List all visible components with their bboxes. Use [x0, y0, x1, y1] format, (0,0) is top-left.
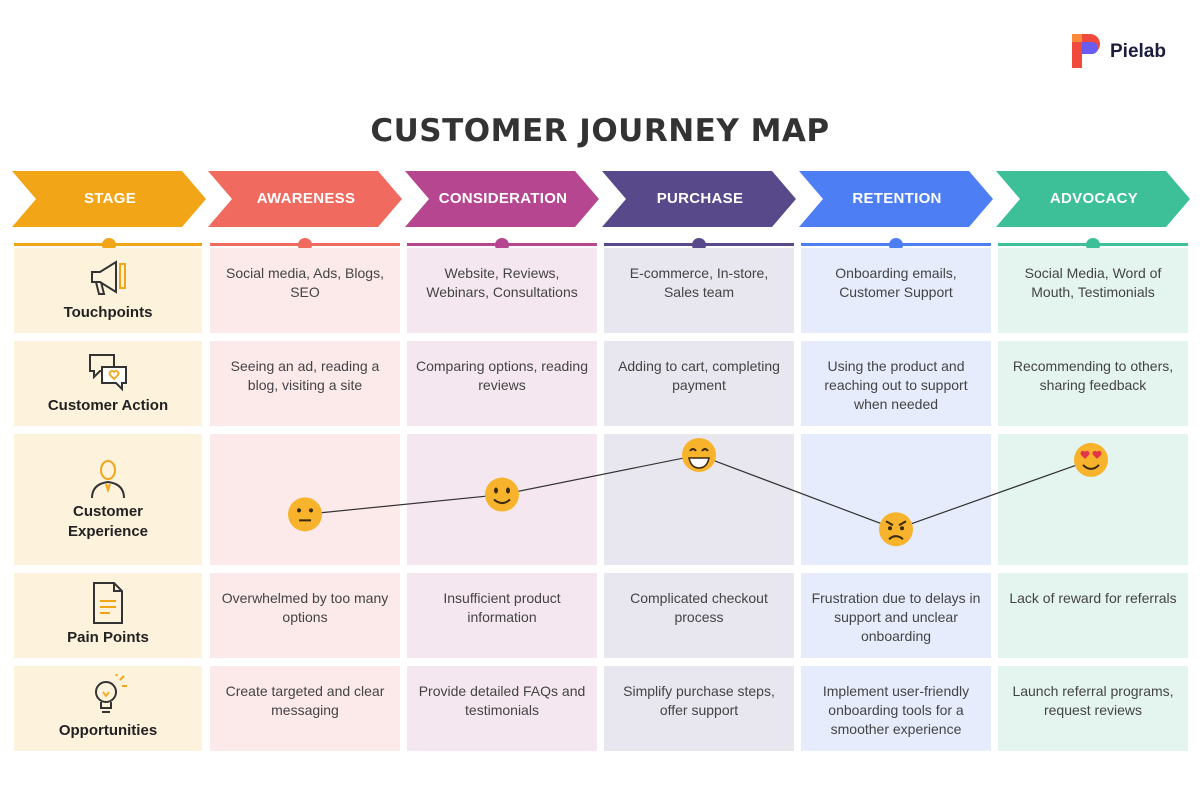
journey-cell: Comparing options, reading reviews	[407, 341, 597, 426]
stage-label-consideration: CONSIDERATION	[438, 190, 568, 207]
megaphone-icon	[91, 260, 126, 295]
journey-cell: E-commerce, In-store, Sales team	[604, 248, 794, 333]
person-icon	[91, 460, 125, 499]
lightbulb-icon	[95, 674, 127, 713]
journey-cell: Website, Reviews, Webinars, Consultation…	[407, 248, 597, 333]
journey-cell: Recommending to others, sharing feedback	[998, 341, 1188, 426]
page-title: CUSTOMER JOURNEY MAP	[370, 113, 830, 149]
journey-cell	[210, 434, 400, 565]
row-label: Pain Points	[67, 629, 149, 646]
journey-cell: Seeing an ad, reading a blog, visiting a…	[210, 341, 400, 426]
stage-header-label: STAGE	[83, 190, 137, 207]
stage-label-advocacy: ADVOCACY	[1049, 190, 1139, 207]
chat-bubbles-icon	[89, 354, 127, 392]
journey-cell	[604, 434, 794, 565]
row-label: Opportunities	[58, 722, 158, 739]
journey-cell: Implement user-friendly onboarding tools…	[801, 666, 991, 751]
stage-chevron-consideration	[405, 171, 599, 227]
stage-header-chevron	[12, 171, 206, 227]
stage-chevron-purchase	[602, 171, 796, 227]
journey-cell: Insufficient product information	[407, 573, 597, 658]
stage-chevron-retention	[799, 171, 993, 227]
stage-chevron-advocacy	[996, 171, 1190, 227]
journey-cell: Using the product and reaching out to su…	[801, 341, 991, 426]
journey-cell: Complicated checkout process	[604, 573, 794, 658]
row-label: Customer Action	[47, 397, 169, 414]
journey-cell: Simplify purchase steps, offer support	[604, 666, 794, 751]
row-header-opportunities: Opportunities	[14, 666, 202, 751]
journey-cell: Lack of reward for referrals	[998, 573, 1188, 658]
row-header-touchpoints: Touchpoints	[14, 248, 202, 333]
journey-cell: Onboarding emails, Customer Support	[801, 248, 991, 333]
pielab-logo-icon	[1072, 34, 1100, 68]
stage-label-purchase: PURCHASE	[656, 190, 744, 207]
stage-chevron-awareness	[208, 171, 402, 227]
journey-cell: Overwhelmed by too many options	[210, 573, 400, 658]
journey-cell: Social Media, Word of Mouth, Testimonial…	[998, 248, 1188, 333]
journey-cell	[801, 434, 991, 565]
pielab-logo-text: Pielab	[1110, 41, 1166, 62]
journey-cell: Create targeted and clear messaging	[210, 666, 400, 751]
row-label: Customer Experience	[67, 503, 149, 540]
journey-cell: Social media, Ads, Blogs, SEO	[210, 248, 400, 333]
document-icon	[93, 582, 123, 624]
row-label: Touchpoints	[63, 304, 153, 321]
row-header-customer-experience: Customer Experience	[14, 434, 202, 565]
journey-cell: Frustration due to delays in support and…	[801, 573, 991, 658]
journey-cell	[998, 434, 1188, 565]
stage-label-retention: RETENTION	[852, 190, 942, 207]
journey-cell	[407, 434, 597, 565]
journey-cell: Adding to cart, completing payment	[604, 341, 794, 426]
row-header-customer-action: Customer Action	[14, 341, 202, 426]
pielab-logo: Pielab	[1066, 30, 1176, 74]
stage-label-awareness: AWARENESS	[256, 190, 356, 207]
row-header-pain-points: Pain Points	[14, 573, 202, 658]
journey-cell: Launch referral programs, request review…	[998, 666, 1188, 751]
journey-cell: Provide detailed FAQs and testimonials	[407, 666, 597, 751]
